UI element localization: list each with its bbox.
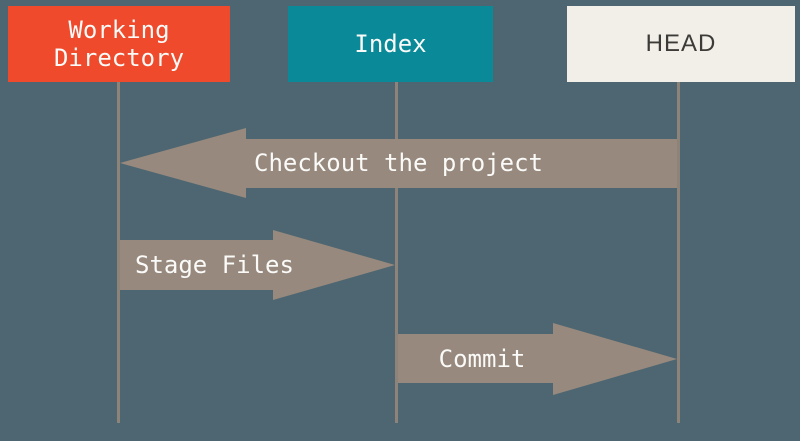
stage-arrow-label: Stage Files [135, 251, 294, 279]
index-box: Index [288, 6, 493, 82]
head-box: HEAD [567, 6, 795, 82]
checkout-arrow: Checkout the project [120, 128, 677, 198]
right-arrowhead-icon [553, 323, 677, 395]
working-directory-lifeline [117, 82, 120, 423]
right-arrowhead-icon [273, 230, 395, 300]
index-label: Index [354, 30, 427, 58]
stage-files-arrow: Stage Files [120, 230, 395, 300]
index-lifeline [395, 82, 398, 423]
head-label: HEAD [645, 30, 717, 57]
left-arrowhead-icon [120, 128, 246, 198]
checkout-arrow-label: Checkout the project [254, 149, 543, 177]
checkout-arrow-shaft [246, 139, 677, 188]
stage-arrow-shaft [120, 240, 273, 290]
working-directory-box: Working Directory [8, 6, 230, 82]
commit-arrow: Commit [398, 323, 677, 395]
working-directory-label: Working Directory [53, 16, 185, 72]
commit-arrow-shaft [398, 334, 553, 383]
head-lifeline [677, 82, 680, 423]
commit-arrow-label: Commit [438, 345, 526, 373]
